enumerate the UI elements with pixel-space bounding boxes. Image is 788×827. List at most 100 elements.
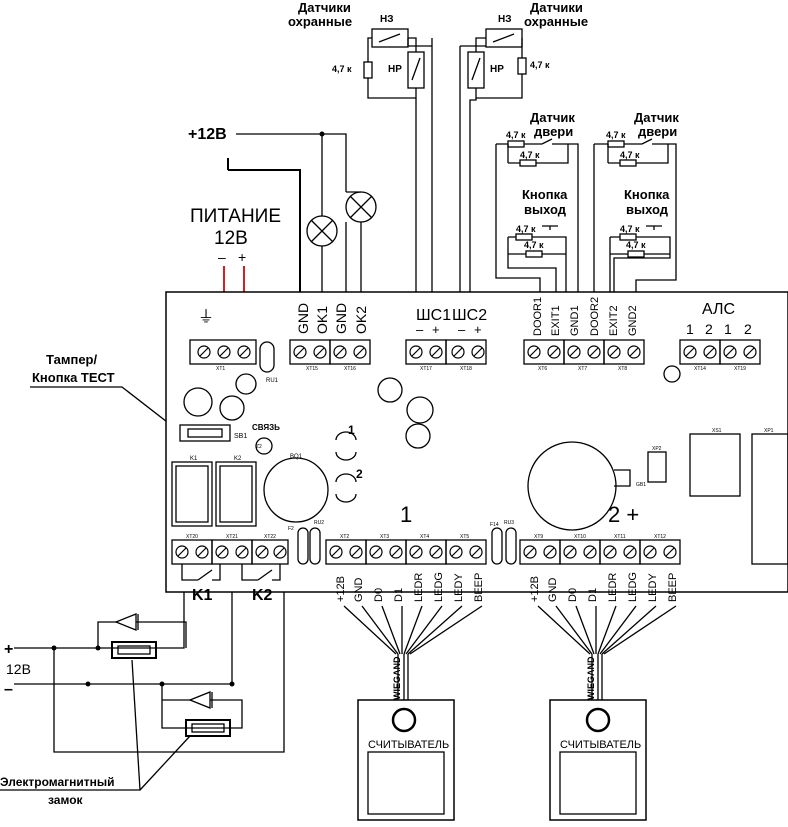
label-exit2: EXIT2 — [608, 305, 620, 336]
door2-button-title-1: Кнопка — [624, 187, 670, 202]
sensors-right-title-1: Датчики — [530, 0, 583, 15]
id-xt8: XT8 — [618, 366, 627, 372]
w2-d1: D1 — [587, 588, 599, 602]
door1-res-label-1: 4,7 к — [506, 130, 526, 140]
w1-gnd: GND — [353, 578, 365, 603]
reader-port-1-label: 1 — [400, 502, 412, 527]
label-sh1: ШС1 — [416, 307, 451, 324]
label-sh2: ШС2 — [452, 307, 487, 324]
power-title-2: 12В — [214, 228, 248, 249]
id-xt19: XT19 — [734, 366, 746, 372]
tamper-title-1: Тампер/ — [46, 352, 97, 367]
id-xt20: XT20 — [186, 534, 198, 540]
door1-res-label-4: 4,7 к — [524, 240, 544, 250]
als-title: АЛС — [702, 301, 735, 318]
bottom-terminal-blocks — [171, 539, 681, 565]
door2-res-label-4: 4,7 к — [626, 240, 646, 250]
w1-ledg: LEDG — [433, 572, 445, 602]
top-connector-ids: XT1 XT15 XT16 XT17 XT18 XT6 XT7 XT8 XT14… — [216, 366, 746, 372]
reader-1-window — [367, 751, 445, 815]
header-xp1 — [751, 433, 788, 565]
lock-title-1: Электромагнитный — [0, 775, 115, 789]
led-2-label: 2 — [356, 467, 363, 481]
id-xt1: XT1 — [216, 366, 225, 372]
id-xt9: XT9 — [534, 534, 543, 540]
door2-res-label-3: 4,7 к — [620, 224, 640, 234]
ru3-label: RU3 — [504, 520, 514, 526]
nc-label-left: НЗ — [380, 14, 394, 25]
label-gnd-b: GND — [333, 303, 349, 334]
id-xt4: XT4 — [420, 534, 429, 540]
id-xt11: XT11 — [614, 534, 626, 540]
door-terminal-labels: DOOR1 EXIT1 GND1 DOOR2 EXIT2 GND2 — [532, 297, 639, 336]
label-door2: DOOR2 — [589, 297, 601, 336]
door1-sensor-title-2: двери — [534, 124, 573, 139]
label-sh1-plus: + — [432, 322, 440, 337]
label-sh2-minus: – — [458, 322, 466, 337]
wiegand-label-1: WIEGAND — [392, 656, 402, 700]
reader-port-2-label: 2 + — [608, 502, 639, 527]
w2-beep: BEEP — [667, 573, 679, 602]
w2-ledg: LEDG — [627, 572, 639, 602]
nc-switch-left — [378, 33, 401, 43]
sb1-label: SB1 — [234, 433, 247, 440]
buzzer-bq1 — [263, 457, 329, 523]
capacitor-3 — [235, 373, 257, 395]
w1-d1: D1 — [393, 588, 405, 602]
reader-2-label: СЧИТЫВАТЕЛЬ — [560, 739, 641, 751]
lamp-ok2 — [345, 191, 377, 223]
door2-button-title-2: выход — [626, 202, 669, 217]
w2-12v: +12В — [529, 576, 541, 602]
relay-k1-contact — [181, 564, 221, 581]
security-sensors-left: Датчики охранные НЗ НР 4,7 к — [288, 0, 433, 292]
z2-label: Z2 — [256, 444, 262, 450]
earth-symbol: ⏚ — [198, 308, 214, 326]
capacitor-4 — [377, 377, 403, 403]
w1-12v: +12В — [335, 576, 347, 602]
top-terminal-blocks — [189, 339, 761, 365]
supply-plus: + — [4, 641, 13, 658]
label-gnd1: GND1 — [569, 305, 581, 336]
nc-label-right: НЗ — [498, 14, 512, 25]
f14-label: F14 — [490, 522, 499, 528]
bottom-connector-ids: XT20 XT21 XT22 XT2 XT3 XT4 XT5 XT9 XT10 … — [186, 534, 666, 540]
resistor-label-right-sensors: 4,7 к — [530, 60, 550, 70]
door2-exit-button — [644, 225, 662, 238]
relay-k2-contact — [241, 564, 281, 581]
id-xt5: XT5 — [460, 534, 469, 540]
relay-k2-label: K2 — [252, 587, 273, 604]
sensors-left-title-2: охранные — [288, 14, 352, 29]
lock-2 — [185, 719, 231, 737]
lock-title-2: замок — [48, 793, 84, 807]
jumper-xp2[interactable] — [647, 451, 667, 483]
id-xt18: XT18 — [460, 366, 472, 372]
id-xt2: XT2 — [340, 534, 349, 540]
led-1-label: 1 — [348, 423, 355, 437]
resistor-right-sensors — [517, 57, 527, 75]
relay-k2 — [215, 461, 257, 527]
power-input: ПИТАНИЕ 12В – + — [190, 206, 281, 346]
no-label-right: НР — [490, 64, 504, 75]
label-exit1: EXIT1 — [550, 305, 562, 336]
no-label-left: НР — [388, 64, 402, 75]
id-xt17: XT17 — [420, 366, 432, 372]
door1-button-title-1: Кнопка — [522, 187, 568, 202]
wiegand-label-2: WIEGAND — [586, 656, 596, 700]
tamper-button[interactable] — [179, 424, 231, 442]
id-xt6: XT6 — [538, 366, 547, 372]
diode-1 — [114, 613, 139, 631]
door1-res-label-2: 4,7 к — [520, 150, 540, 160]
xs1-label: XS1 — [712, 428, 722, 434]
w2-gnd: GND — [547, 578, 559, 603]
fuse-f2 — [297, 527, 309, 565]
wiegand-bus-2: WIEGAND — [537, 605, 677, 700]
w2-ledr: LEDR — [607, 573, 619, 602]
id-xt3: XT3 — [380, 534, 389, 540]
als-pin-1b: 1 — [724, 321, 732, 337]
capacitor-2 — [219, 395, 245, 421]
tamper-title-2: Кнопка ТЕСТ — [32, 370, 115, 385]
supply-voltage: 12В — [6, 661, 31, 677]
led-1 — [335, 431, 357, 461]
power-minus: – — [218, 249, 226, 265]
door1-res-label-3: 4,7 к — [516, 224, 536, 234]
